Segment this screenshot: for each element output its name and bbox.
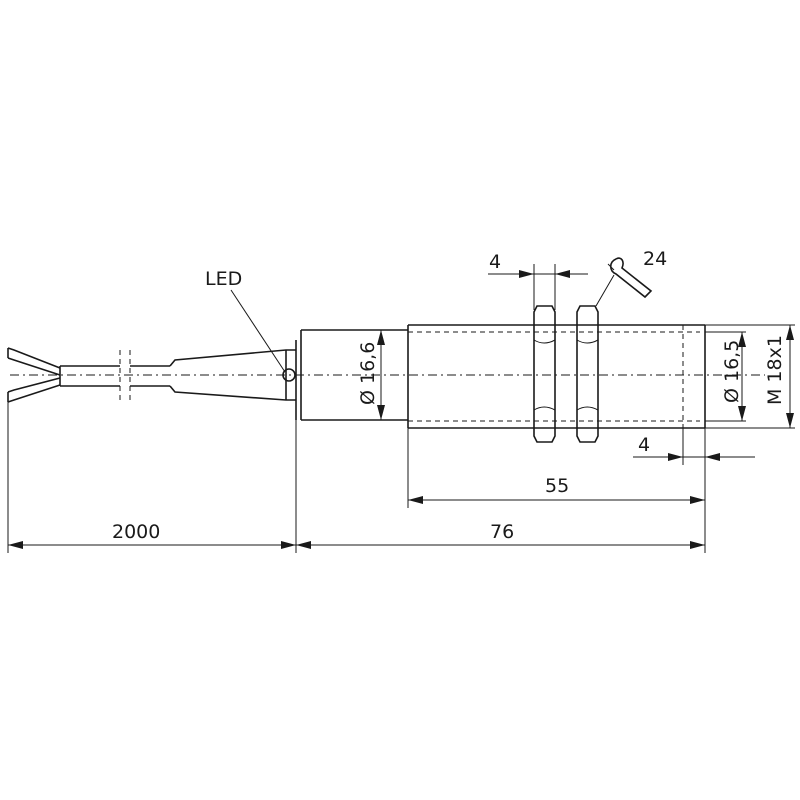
dim-nut-width-label: 4 — [489, 251, 501, 273]
dim-tip-length-label: 4 — [638, 434, 650, 456]
wrench-size-label: 24 — [643, 248, 667, 270]
strain-relief — [169, 349, 296, 401]
dim-tip-diameter-label: Ø 16,5 — [721, 340, 743, 403]
dim-cable-length-label: 2000 — [112, 521, 160, 543]
dim-thread-length-label: 55 — [545, 475, 569, 497]
mounting-nut-right — [576, 305, 599, 443]
cable-sheath — [59, 350, 170, 402]
led-label: LED — [205, 268, 242, 290]
dim-cable-length: 2000 — [7, 402, 296, 553]
dim-total-length: 76 — [295, 420, 706, 553]
dim-tip-length: 4 — [633, 428, 755, 465]
dim-nut-width: 4 — [488, 251, 588, 310]
dim-thread: M 18x1 — [705, 324, 795, 429]
led-indicator — [282, 368, 296, 382]
wrench-icon — [607, 257, 653, 299]
dim-thread-length: 55 — [407, 428, 706, 508]
mounting-nut-left — [533, 305, 556, 443]
dim-thread-label: M 18x1 — [764, 335, 786, 405]
cable-wires — [7, 347, 61, 403]
nut-leader-line — [595, 274, 615, 307]
dim-total-length-label: 76 — [490, 521, 514, 543]
dim-tip-diameter: Ø 16,5 — [705, 331, 746, 422]
dim-body-diameter: Ø 16,6 — [357, 330, 385, 420]
led-leader-line — [230, 289, 286, 373]
sensor-housing — [295, 325, 409, 428]
dim-body-diameter-label: Ø 16,6 — [357, 342, 379, 405]
threaded-body — [408, 324, 706, 429]
